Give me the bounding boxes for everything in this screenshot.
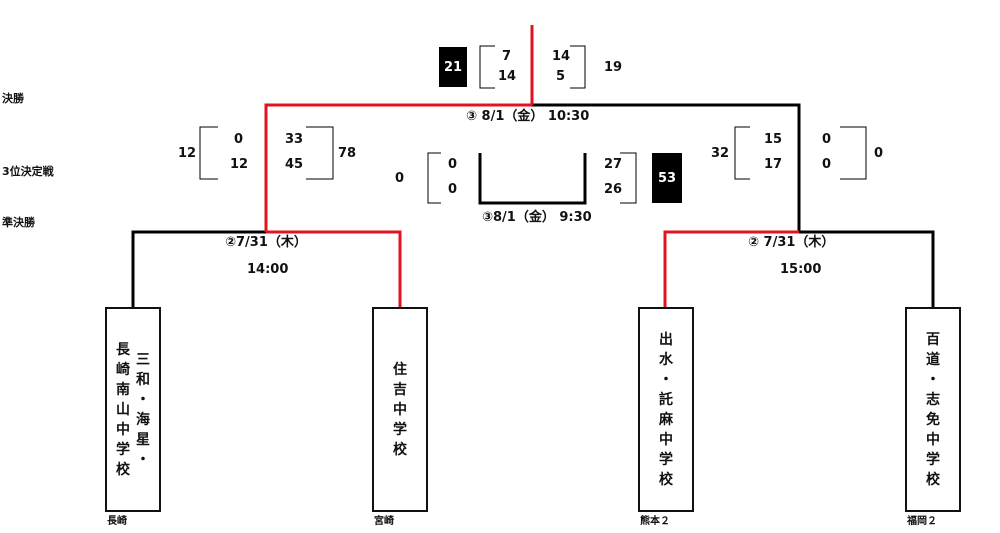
score-bracket (840, 126, 867, 180)
team-name-column: 出水・託麻中学校 (659, 330, 673, 490)
team-name-column: 三和・海星・ (136, 350, 150, 470)
line-final-right (532, 103, 801, 232)
team-name-char: ・ (136, 391, 150, 408)
team-box-kumamoto: 出水・託麻中学校 (638, 307, 694, 512)
semi-left-right-q2: 45 (285, 157, 304, 172)
team-name-char: 学 (926, 451, 940, 468)
team-name-char: 海 (136, 411, 150, 428)
team-name-column: 百道・志免中学校 (926, 330, 940, 490)
team-name-char: 学 (116, 441, 130, 458)
semi-right-time: 15:00 (780, 262, 822, 277)
team-name-column: 長崎南山中学校 (116, 340, 130, 480)
prefecture-label: 長崎 (107, 516, 127, 527)
third-right-q2: 26 (604, 182, 623, 197)
line-final-left (264, 103, 532, 232)
team-name-column: 住吉中学校 (393, 360, 407, 460)
team-name-char: 星 (136, 431, 150, 448)
line-miyazaki (266, 230, 402, 307)
third-left-q1: 0 (448, 157, 458, 172)
team-name-char: 志 (926, 391, 940, 408)
team-name-char: 百 (926, 331, 940, 348)
score-bracket (199, 126, 218, 180)
score-bracket (479, 45, 495, 89)
semi-right-left-q1: 15 (764, 132, 783, 147)
semi-left-right-q1: 33 (285, 132, 304, 147)
third-right-total: 53 (652, 153, 682, 203)
semi-right-left-total: 32 (711, 146, 730, 161)
team-box-miyazaki: 住吉中学校 (372, 307, 428, 512)
third-left-q2: 0 (448, 182, 458, 197)
final-right-q1: 14 (552, 49, 571, 64)
team-name-char: 中 (393, 401, 407, 418)
team-name-char: 崎 (116, 361, 130, 378)
team-box-nagasaki: 三和・海星・ 長崎南山中学校 (105, 307, 161, 512)
semi-left-left-q2: 12 (230, 157, 249, 172)
team-name-char: 学 (393, 421, 407, 438)
final-right-total: 19 (604, 60, 623, 75)
semi-right-info: ② 7/31（木） (748, 235, 835, 250)
third-right-q1: 27 (604, 157, 623, 172)
team-name-char: 山 (116, 401, 130, 418)
team-name-char: 長 (116, 341, 130, 358)
team-name-char: 麻 (659, 411, 673, 428)
team-name-char: 託 (659, 391, 673, 408)
final-left-q2: 14 (498, 69, 517, 84)
team-name-char: 吉 (393, 381, 407, 398)
third-left-total: 0 (395, 171, 405, 186)
score-bracket (570, 45, 586, 89)
third-info: ③8/1（金） 9:30 (482, 210, 592, 225)
team-name-char: ・ (659, 371, 673, 388)
line-fukuoka (799, 230, 935, 307)
team-name-char: 南 (116, 381, 130, 398)
semi-left-time: 14:00 (247, 262, 289, 277)
score-bracket (306, 126, 334, 180)
prefecture-label: 宮崎 (374, 516, 394, 527)
team-name-char: 免 (926, 411, 940, 428)
semi-right-right-total: 0 (874, 146, 884, 161)
team-name-char: 水 (659, 351, 673, 368)
team-name-char: ・ (926, 371, 940, 388)
round-label-third-place: 3位決定戦 (2, 165, 54, 178)
team-name-char: 学 (659, 451, 673, 468)
final-left-total: 21 (439, 47, 467, 87)
team-name-char: 住 (393, 361, 407, 378)
team-name-char: 中 (116, 421, 130, 438)
team-name-char: 和 (136, 371, 150, 388)
prefecture-label: 熊本２ (640, 516, 670, 527)
final-info: ③ 8/1（金） 10:30 (466, 109, 590, 124)
team-name-char: ・ (136, 451, 150, 468)
round-label-final: 決勝 (2, 92, 24, 105)
semi-left-left-q1: 0 (234, 132, 244, 147)
line-nagasaki (131, 230, 266, 307)
semi-right-left-q2: 17 (764, 157, 783, 172)
final-right-q2: 5 (556, 69, 566, 84)
round-label-semifinal: 準決勝 (2, 216, 35, 229)
team-name-char: 校 (393, 441, 407, 458)
semi-right-right-q1: 0 (822, 132, 832, 147)
semi-left-right-total: 78 (338, 146, 357, 161)
score-bracket (620, 152, 637, 204)
team-name-char: 三 (136, 351, 150, 368)
team-box-fukuoka: 百道・志免中学校 (905, 307, 961, 512)
team-name-char: 中 (659, 431, 673, 448)
team-name-char: 道 (926, 351, 940, 368)
team-name-char: 校 (659, 471, 673, 488)
prefecture-label: 福岡２ (907, 516, 937, 527)
team-name-char: 校 (926, 471, 940, 488)
line-kumamoto (663, 230, 799, 307)
semi-right-right-q2: 0 (822, 157, 832, 172)
score-bracket (427, 152, 441, 204)
semi-left-info: ②7/31（木） (225, 235, 307, 250)
final-left-q1: 7 (502, 49, 512, 64)
line-third-place (478, 153, 587, 205)
semi-left-left-total: 12 (178, 146, 197, 161)
score-bracket (734, 126, 750, 180)
team-name-char: 校 (116, 461, 130, 478)
team-name-char: 中 (926, 431, 940, 448)
team-name-char: 出 (659, 331, 673, 348)
